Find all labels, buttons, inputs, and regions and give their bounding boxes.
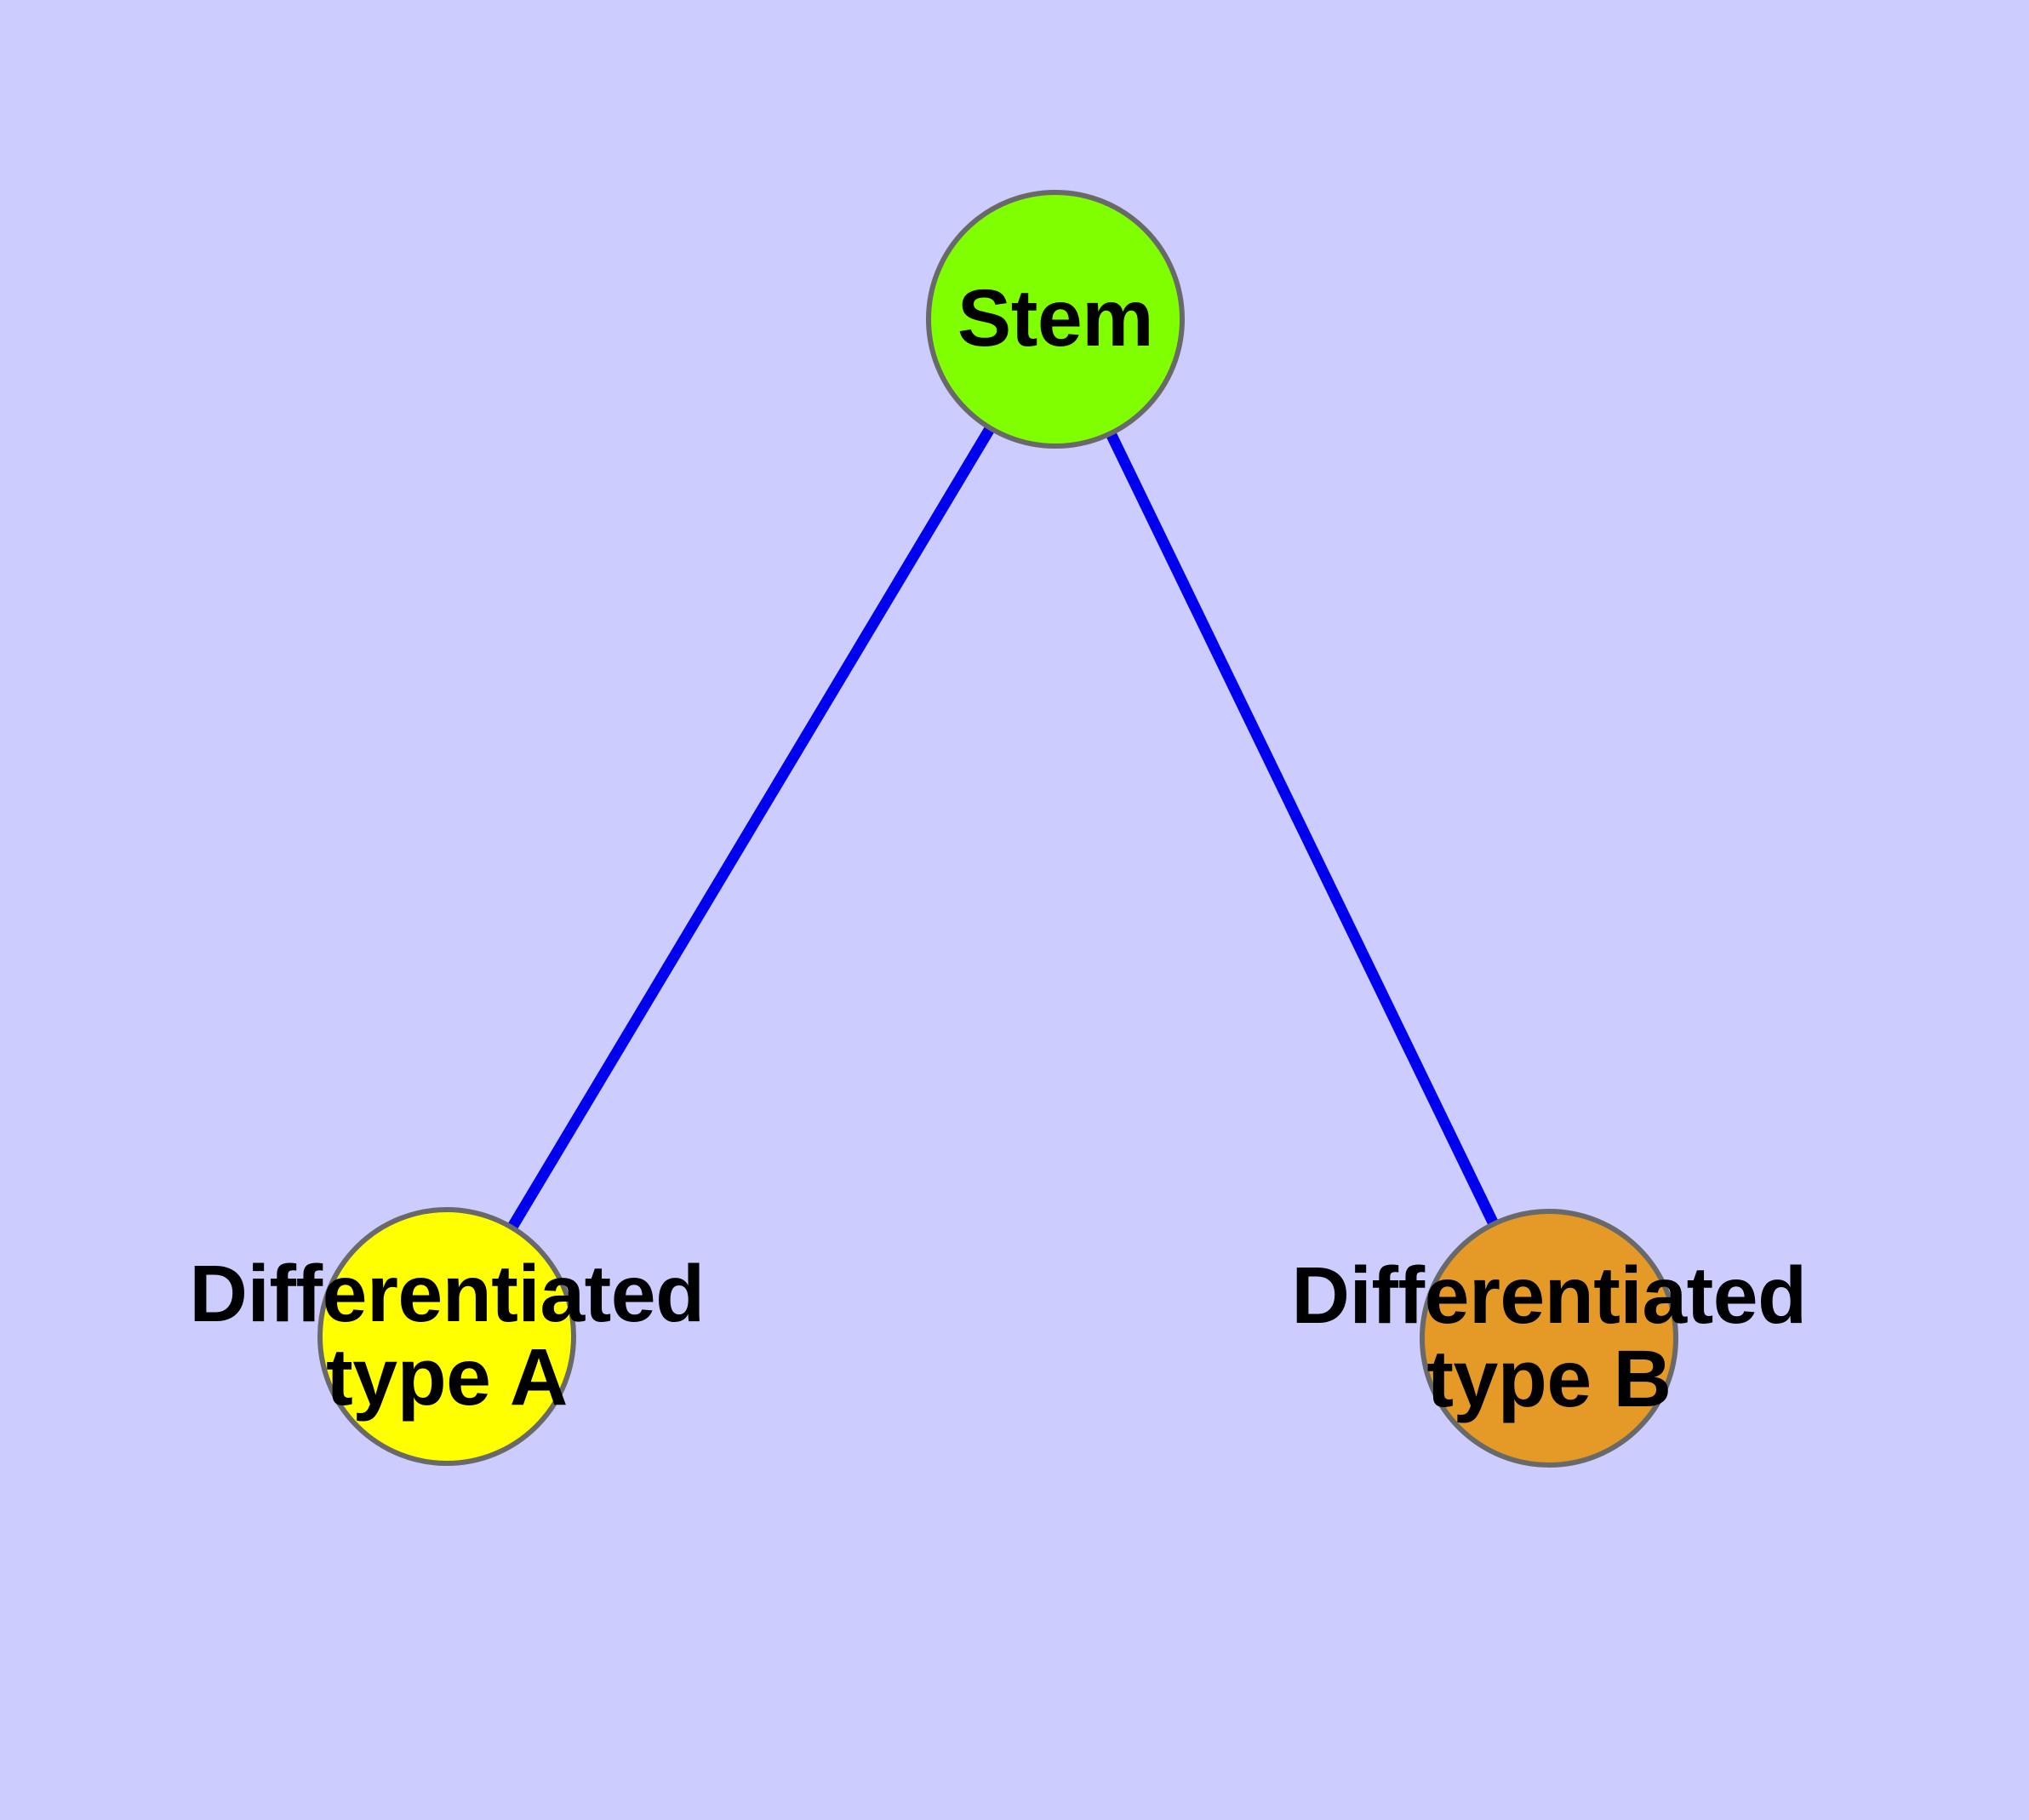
node-stem[interactable] [926, 190, 1185, 449]
edge-stem-to-b [1050, 317, 1554, 1341]
edges-group [442, 316, 1554, 1341]
node-differentiated-type-b[interactable] [1420, 1209, 1678, 1468]
edge-stem-to-a [442, 316, 1060, 1340]
node-differentiated-type-a[interactable] [317, 1207, 576, 1466]
